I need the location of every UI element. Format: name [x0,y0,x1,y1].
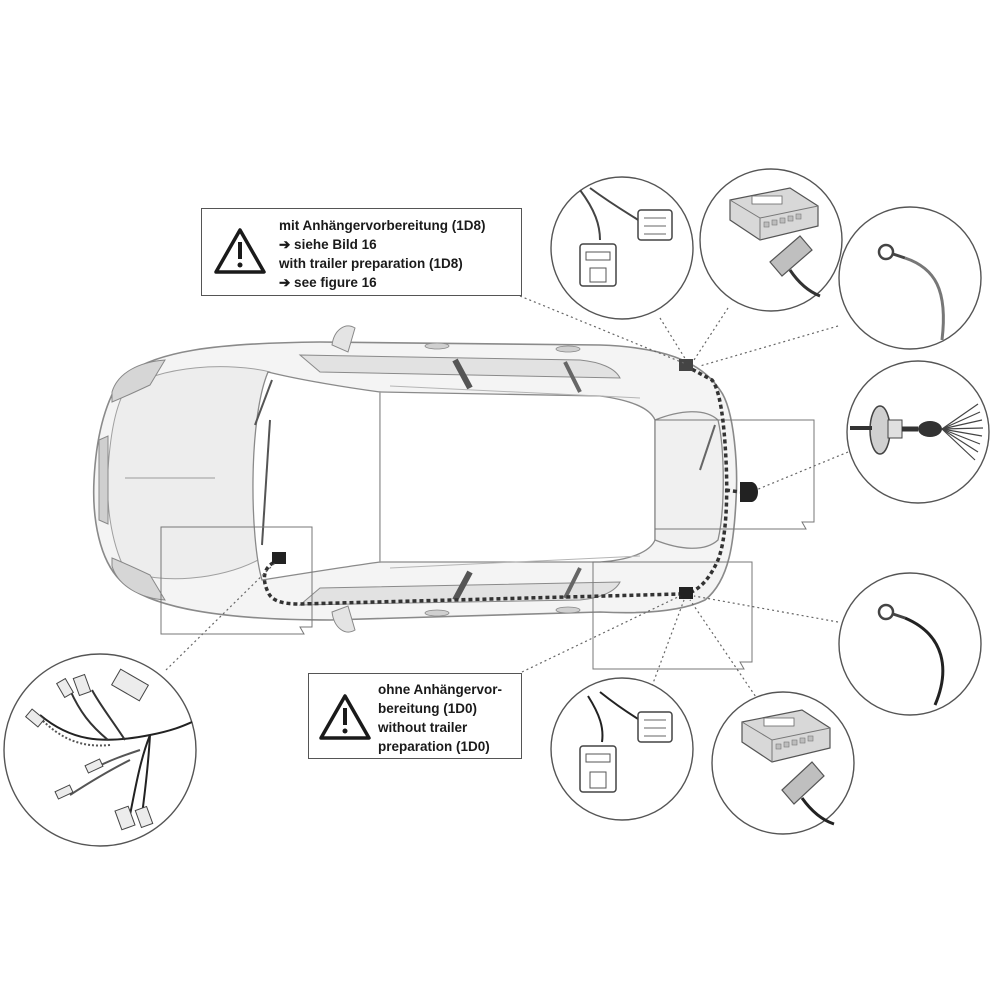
note-line: bereitung (1D0) [378,701,478,716]
callout-leaders [165,295,849,701]
note-without-preparation: ohne Anhängervor- bereitung (1D0) withou… [308,673,522,759]
car-top-view [92,325,738,633]
harness-node-top [679,359,693,371]
note-with-preparation: mit Anhängervorbereitung (1D8) ➔ siehe B… [201,208,522,296]
plug-connector-icon [579,187,673,287]
note-line-reference: ➔ see figure 16 [279,275,377,290]
note-line: mit Anhängervorbereitung (1D8) [279,218,486,233]
control-module-icon [729,187,821,298]
detail-frames [160,419,815,670]
connector-bottom-callout [550,677,694,821]
ground-top-callout [838,206,982,350]
headlight-bottom [111,557,166,601]
windshield [252,371,381,581]
mirror-top [331,325,356,353]
module-top-callout [699,168,843,312]
control-module-icon [741,709,835,826]
frame-bottom [592,561,753,670]
wire-harness-icon [39,689,193,816]
trailer-socket-icon [850,403,984,461]
note-line: preparation (1D0) [378,739,490,754]
harness-node-bottom [679,587,693,599]
note-line-reference: ➔ siehe Bild 16 [279,237,377,252]
wire-harness [262,364,741,606]
ring-terminal-icon [877,243,945,341]
warning-triangle-icon [319,694,371,740]
module-bottom-callout [711,691,855,835]
warning-triangle-icon [214,228,266,274]
front-grille [98,435,109,525]
roof [379,391,656,563]
hood [107,366,271,580]
note-line: without trailer [378,720,468,735]
mirror-bottom [331,605,356,633]
frame-rear [655,419,815,530]
frame-front [160,526,313,635]
harness-node-front [272,552,286,564]
note-with-preparation-text: mit Anhängervorbereitung (1D8) ➔ siehe B… [279,216,486,292]
socket-rear-callout [846,360,990,504]
note-without-preparation-text: ohne Anhängervor- bereitung (1D0) withou… [378,680,502,756]
note-line: ohne Anhängervor- [378,682,503,697]
trailer-socket-marker [740,482,758,502]
note-line: with trailer preparation (1D8) [279,256,463,271]
connector-top-callout [550,176,694,320]
plug-connector-icon [579,691,673,793]
ring-terminal-icon [877,603,945,706]
ground-bottom-callout [838,572,982,716]
headlight-top [111,359,166,403]
harness-front-callout [3,653,197,847]
rear-window [654,411,724,549]
